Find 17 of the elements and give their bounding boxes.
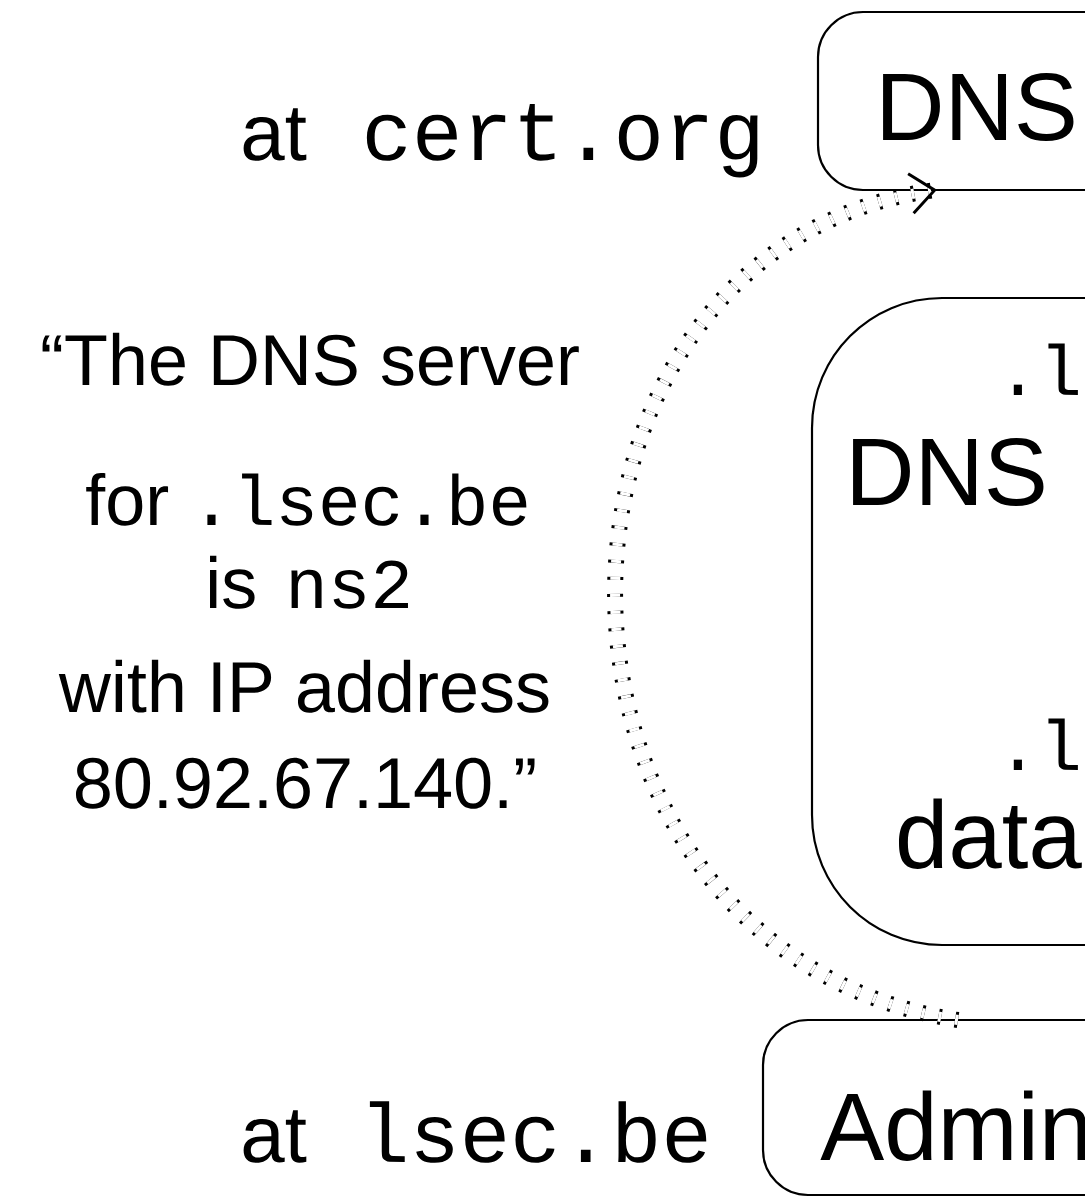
side-label: cert.org: [366, 104, 758, 178]
side-label: at: [243, 108, 307, 161]
quote-text: .lsec.be: [207, 473, 527, 526]
node-label: DNS: [883, 72, 1074, 141]
quote-text: with IP address: [58, 659, 549, 713]
quote-text: “The DNS server: [42, 332, 579, 386]
dotted-arrow: [607, 172, 961, 1028]
node-label: data: [899, 798, 1082, 869]
quote-text: for: [86, 472, 169, 526]
quote-text: is: [210, 555, 255, 609]
quote-text: 80.92.67.140.”: [75, 757, 535, 809]
node-label: .l: [1013, 718, 1078, 771]
quote-text: ns2: [291, 560, 408, 609]
node-label: DNS: [853, 437, 1044, 506]
side-label: at: [243, 1110, 307, 1163]
node-label: .l: [1013, 343, 1078, 396]
side-label: lsec.be: [369, 1101, 707, 1163]
